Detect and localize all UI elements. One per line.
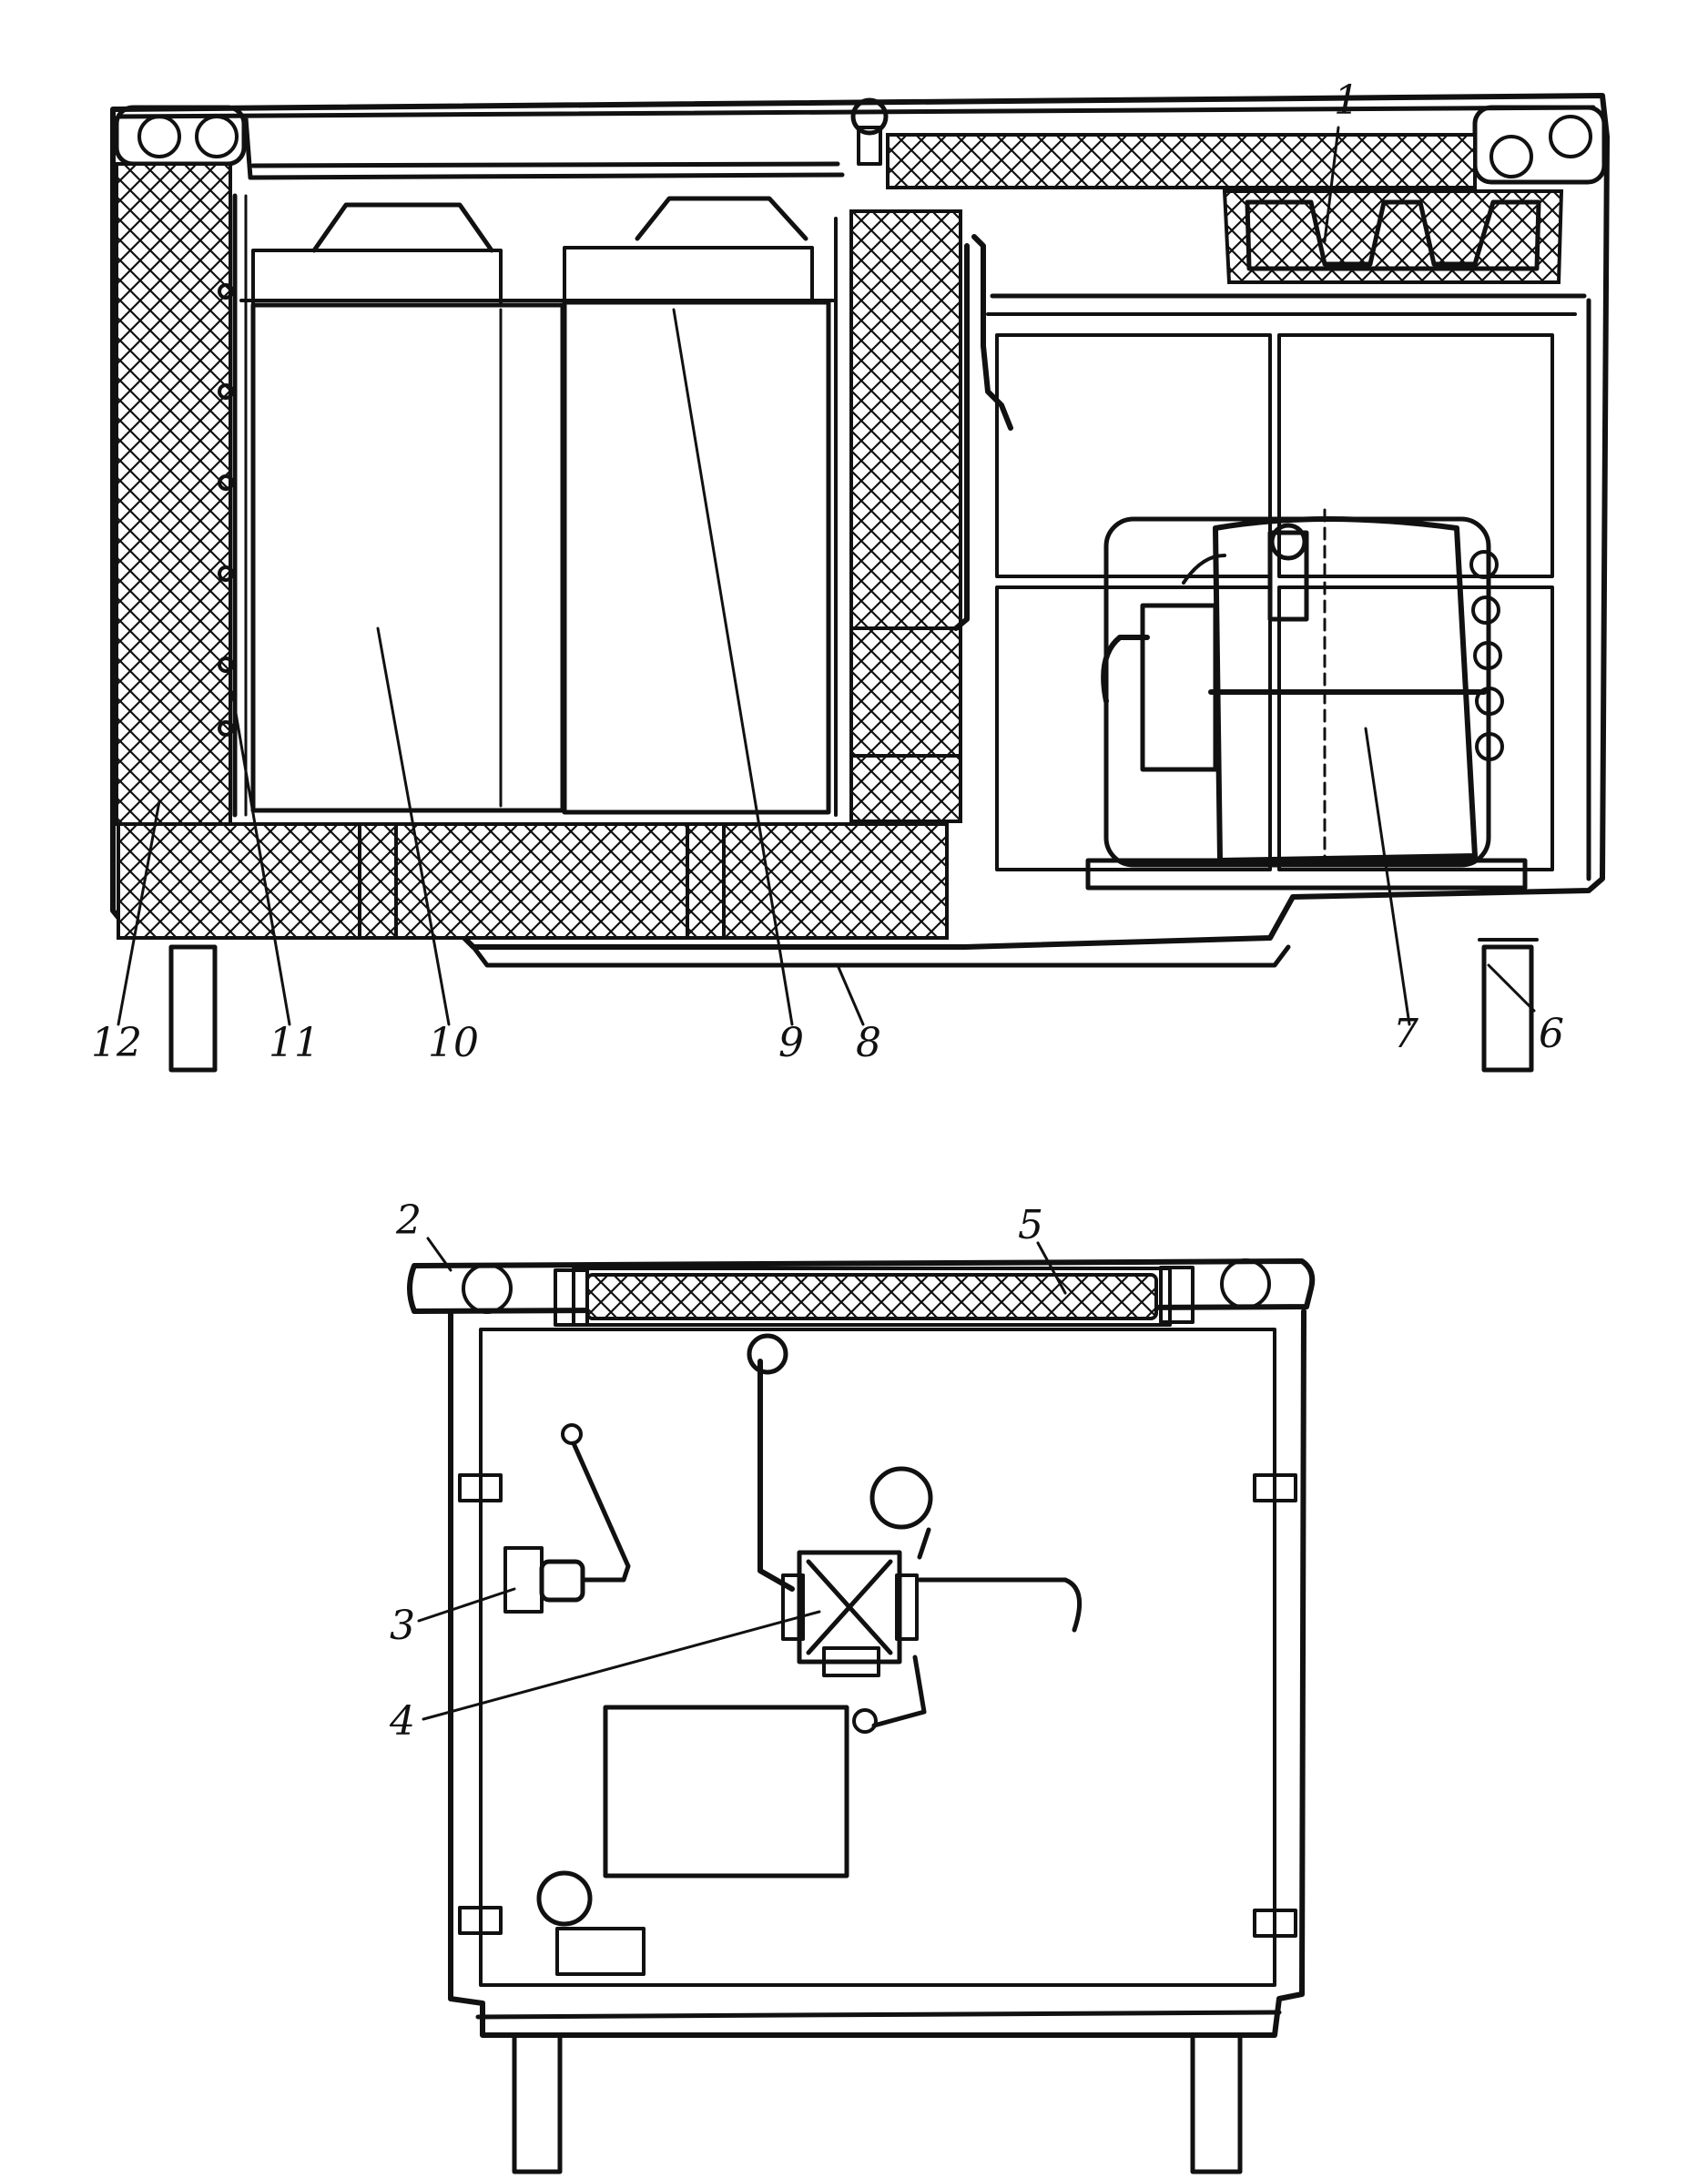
leader-lines-bottom xyxy=(417,1237,1067,1721)
end-body xyxy=(448,1308,1306,2038)
valve-4 xyxy=(747,1333,1083,1734)
callout-7: 7 xyxy=(1393,1011,1418,1057)
side-brackets xyxy=(458,1473,1297,1938)
callout-2: 2 xyxy=(395,1197,422,1244)
basket-9 xyxy=(239,196,835,815)
compressor-7 xyxy=(1101,508,1504,868)
nameplate xyxy=(603,1705,849,1879)
lid-insulation-5 xyxy=(585,1273,1158,1320)
side-section-view: 1 6 7 8 9 10 11 12 xyxy=(91,77,1610,1073)
callout-12: 12 xyxy=(91,1020,142,1066)
compressor-base xyxy=(1085,858,1528,891)
hinge-right xyxy=(1472,105,1607,185)
bottom-insulation xyxy=(117,822,949,940)
tray-1 xyxy=(1222,189,1564,284)
end-lid xyxy=(407,1258,1316,1314)
lid-insulation xyxy=(886,133,1477,189)
drip-tray-8 xyxy=(471,944,1291,968)
end-panel xyxy=(479,1328,1276,1987)
leader-lines-top xyxy=(117,126,1536,1026)
lid-handle xyxy=(850,97,889,136)
left-wall-insulation xyxy=(115,162,232,826)
callout-8: 8 xyxy=(856,1020,881,1066)
callout-9: 9 xyxy=(778,1020,804,1066)
machine-compartment-panels xyxy=(986,293,1591,881)
thermostat-3 xyxy=(503,1423,631,1614)
refrigerant-pipe xyxy=(953,234,1013,631)
drain-fitting xyxy=(536,1870,593,1927)
callout-3: 3 xyxy=(390,1603,415,1649)
callout-10: 10 xyxy=(428,1020,479,1066)
callout-1: 1 xyxy=(1334,77,1359,124)
small-plate xyxy=(555,1927,646,1976)
end-hinge-right xyxy=(1159,1258,1271,1324)
partition-insulation xyxy=(849,209,962,823)
end-hinge-left xyxy=(462,1263,589,1327)
callout-5: 5 xyxy=(1018,1202,1043,1248)
end-legs xyxy=(512,2032,1243,2174)
end-view: 2 5 3 4 xyxy=(389,1197,1316,2174)
callout-11: 11 xyxy=(269,1020,320,1066)
callout-6: 6 xyxy=(1539,1011,1564,1057)
basket-10 xyxy=(250,202,565,813)
callout-4: 4 xyxy=(389,1698,415,1745)
